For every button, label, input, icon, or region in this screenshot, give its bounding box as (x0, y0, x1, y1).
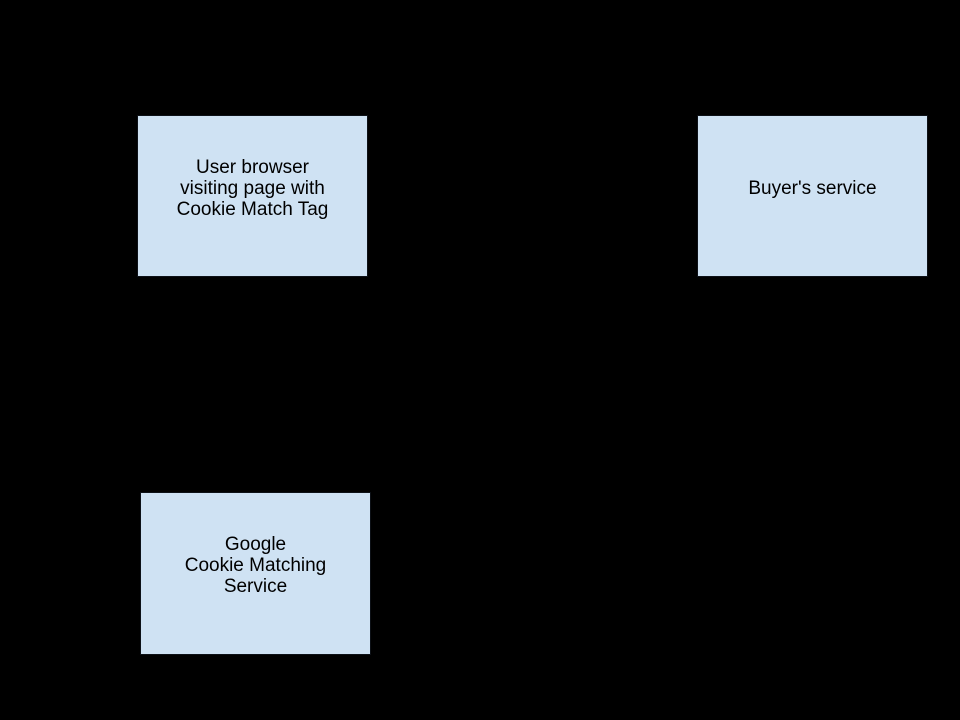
node-buyers-service-label: Buyer's service (748, 177, 877, 199)
node-user-browser-label: User browser visiting page with Cookie M… (176, 156, 329, 220)
node-buyers-service: Buyer's service (697, 115, 928, 277)
node-google-cookie-matching-service: Google Cookie Matching Service (140, 492, 371, 655)
node-user-browser: User browser visiting page with Cookie M… (137, 115, 368, 277)
node-google-cookie-matching-service-label: Google Cookie Matching Service (184, 534, 327, 597)
